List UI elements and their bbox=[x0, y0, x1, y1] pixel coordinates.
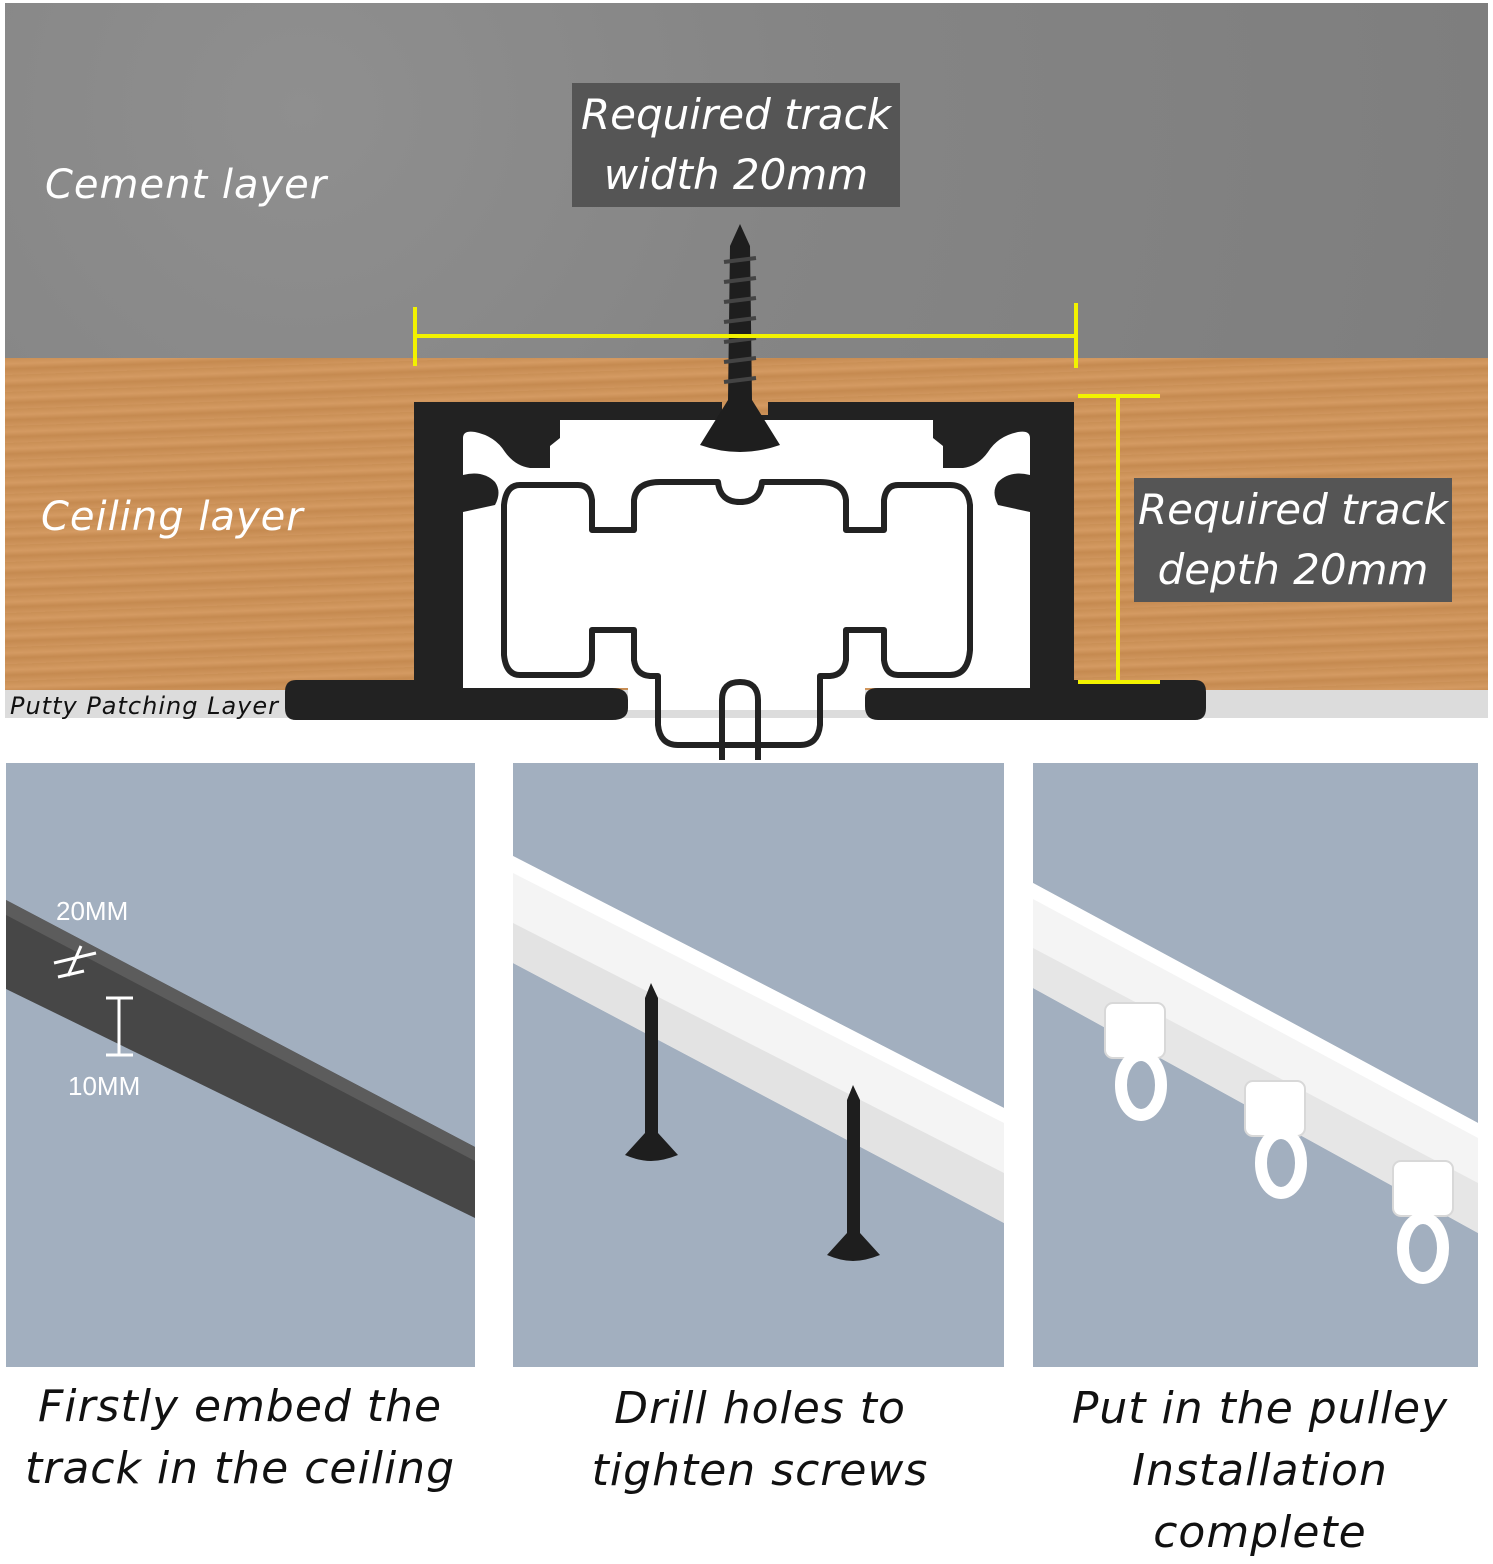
pulley-outline bbox=[501, 479, 973, 760]
dimension-label-width: 20MM bbox=[56, 896, 129, 926]
pulley-3 bbox=[1392, 1160, 1454, 1284]
step-3-caption-line1: Put in the pulley bbox=[1071, 1383, 1449, 1434]
step-1-illustration bbox=[6, 900, 475, 1218]
track-right-hook bbox=[933, 420, 1030, 468]
step-3-panel bbox=[1033, 763, 1478, 1367]
width-dimension-line bbox=[413, 303, 1078, 368]
track-depth-callout-line2: depth 20mm bbox=[1157, 545, 1429, 594]
depth-dimension-line bbox=[1078, 394, 1160, 684]
step-3-caption: Put in the pulley Installation complete bbox=[1030, 1378, 1490, 1564]
step-3-caption-line2: Installation complete bbox=[1132, 1445, 1388, 1558]
step-1-caption-line2: track in the ceiling bbox=[24, 1443, 455, 1494]
pulley-1 bbox=[1104, 1002, 1167, 1121]
step-1-caption: Firstly embed the track in the ceiling bbox=[0, 1376, 480, 1500]
putty-layer-label: Putty Patching Layer bbox=[10, 692, 279, 720]
track-left-hook bbox=[463, 420, 560, 468]
step-2-caption: Drill holes to tighten screws bbox=[510, 1378, 1010, 1502]
cement-layer-label: Cement layer bbox=[45, 162, 328, 208]
step-2-caption-line1: Drill holes to bbox=[614, 1383, 906, 1434]
screw-1 bbox=[625, 983, 678, 1161]
embedded-track-bar bbox=[6, 900, 475, 1218]
screw-2 bbox=[827, 1085, 880, 1261]
step-2-panel bbox=[513, 763, 1004, 1367]
track-depth-callout: Required track depth 20mm bbox=[1134, 478, 1452, 602]
ceiling-layer-label: Ceiling layer bbox=[41, 494, 304, 540]
track-right-lower-hook bbox=[994, 473, 1030, 512]
pulley-2 bbox=[1244, 1080, 1307, 1199]
step-3-illustration bbox=[1033, 883, 1478, 1284]
track-depth-callout-line1: Required track bbox=[1138, 485, 1448, 534]
step-2-illustration bbox=[513, 856, 1004, 1261]
step-1-panel: 20MM 10MM bbox=[6, 763, 475, 1367]
track-width-callout: Required track width 20mm bbox=[572, 83, 900, 207]
track-cross-section bbox=[285, 224, 1206, 760]
step-2-caption-line2: tighten screws bbox=[591, 1445, 929, 1496]
track-width-callout-line2: width 20mm bbox=[603, 150, 869, 199]
step-1-caption-line1: Firstly embed the bbox=[37, 1381, 443, 1432]
dimension-markers bbox=[53, 945, 133, 1057]
track-profile bbox=[285, 402, 1206, 720]
track-left-lower-hook bbox=[463, 473, 499, 512]
dimension-label-depth: 10MM bbox=[68, 1071, 141, 1101]
track-width-callout-line1: Required track bbox=[581, 90, 891, 139]
